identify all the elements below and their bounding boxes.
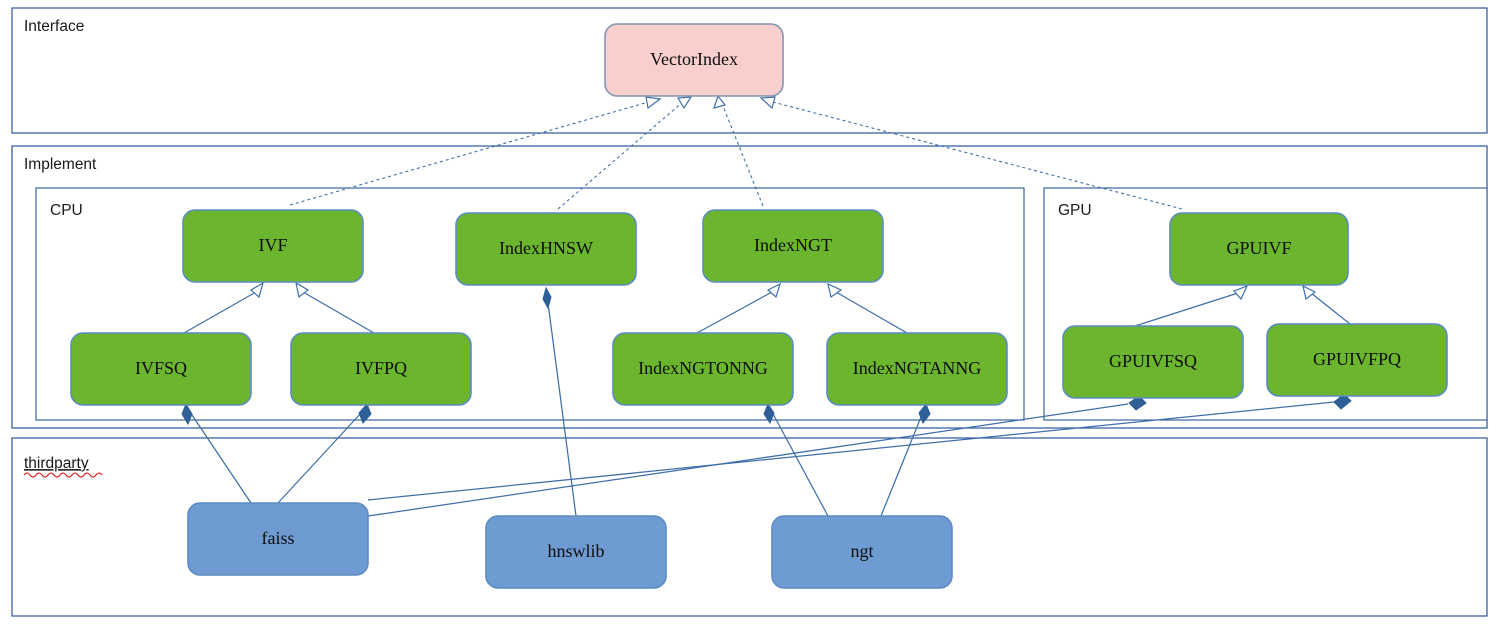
group-label-thirdparty: thirdparty <box>24 455 89 472</box>
edge-faiss-to-gpuivfpq <box>367 401 1335 501</box>
node-hnswlib[interactable]: hnswlib <box>485 515 667 589</box>
node-gpuivfsq[interactable]: GPUIVFSQ <box>1062 325 1244 399</box>
arrowhead-hollow-triangle <box>766 282 781 299</box>
arrowhead-hollow-triangle <box>713 94 727 109</box>
node-label-indexngtonng: IndexNGTONNG <box>638 358 768 378</box>
node-box-gpuivfsq[interactable] <box>1062 325 1244 399</box>
node-box-ivfpq[interactable] <box>290 332 472 406</box>
arrowhead-hollow-triangle <box>295 281 310 299</box>
arrowhead-hollow-triangle <box>759 96 776 110</box>
node-box-ivf[interactable] <box>182 209 364 283</box>
node-label-gpuivfsq: GPUIVFSQ <box>1109 351 1197 371</box>
node-indexngt[interactable]: IndexNGT <box>702 209 884 283</box>
group-label-gpu: GPU <box>1058 202 1092 219</box>
node-gpuivf[interactable]: GPUIVF <box>1169 212 1349 286</box>
edge-ngt-to-indexngtanng <box>880 411 924 517</box>
node-ngt[interactable]: ngt <box>771 515 953 589</box>
group-label-cpu: CPU <box>50 202 83 219</box>
diamond-marker <box>1333 393 1352 410</box>
node-label-indexngtanng: IndexNGTANNG <box>853 358 982 378</box>
group-label-interface: Interface <box>24 18 84 35</box>
node-indexngtonng[interactable]: IndexNGTONNG <box>612 332 794 406</box>
node-box-faiss[interactable] <box>187 502 369 576</box>
edges-composition <box>181 286 1352 517</box>
node-faiss[interactable]: faiss <box>187 502 369 576</box>
node-box-vectorindex[interactable] <box>604 23 784 97</box>
node-label-vectorindex: VectorIndex <box>650 49 738 69</box>
node-box-indexngtonng[interactable] <box>612 332 794 406</box>
diamond-marker <box>358 403 372 424</box>
edges-inheritance <box>183 281 1351 334</box>
node-box-ivfsq[interactable] <box>70 332 252 406</box>
arrowhead-hollow-triangle <box>676 96 693 110</box>
edge-ivf-to-vectorindex <box>289 100 653 206</box>
node-label-ngt: ngt <box>850 541 873 561</box>
node-label-hnswlib: hnswlib <box>547 541 604 561</box>
edge-faiss-to-ivfpq <box>277 411 363 504</box>
arrowhead-hollow-triangle <box>1232 284 1249 301</box>
edge-gpuivfsq-to-gpuivf <box>1134 292 1239 327</box>
node-box-indexhnsw[interactable] <box>455 212 637 286</box>
edge-indexhnsw-to-vectorindex <box>557 100 685 210</box>
node-gpuivfpq[interactable]: GPUIVFPQ <box>1266 323 1448 397</box>
node-label-indexhnsw: IndexHNSW <box>499 238 593 258</box>
edge-gpuivfpq-to-gpuivf <box>1310 292 1351 325</box>
node-label-ivfsq: IVFSQ <box>135 358 187 378</box>
node-box-gpuivf[interactable] <box>1169 212 1349 286</box>
node-label-ivfpq: IVFPQ <box>355 358 407 378</box>
edge-indexngt-to-vectorindex <box>720 100 764 207</box>
edge-faiss-to-gpuivfsq <box>367 403 1129 517</box>
node-box-gpuivfpq[interactable] <box>1266 323 1448 397</box>
edge-faiss-to-ivfsq <box>189 411 252 504</box>
spellcheck-squiggle-icon <box>23 472 103 478</box>
node-label-indexngt: IndexNGT <box>754 235 832 255</box>
node-label-faiss: faiss <box>262 528 295 548</box>
node-box-ngt[interactable] <box>771 515 953 589</box>
diamond-marker <box>181 402 193 426</box>
diamond-marker <box>918 403 931 424</box>
group-label-implement: Implement <box>24 156 97 173</box>
arrowhead-hollow-triangle <box>645 96 662 110</box>
node-box-indexngt[interactable] <box>702 209 884 283</box>
node-label-ivf: IVF <box>258 235 287 255</box>
diamond-marker <box>763 402 775 425</box>
node-ivf[interactable]: IVF <box>182 209 364 283</box>
node-indexhnsw[interactable]: IndexHNSW <box>455 212 637 286</box>
edge-ivfsq-to-ivf <box>183 291 257 334</box>
edge-gpuivf-to-vectorindex <box>768 100 1183 210</box>
edge-ngt-to-indexngtonng <box>771 411 829 517</box>
edge-indexngtonng-to-indexngt <box>696 291 773 334</box>
edge-hnswlib-to-indexhnsw <box>547 302 577 517</box>
edge-ivfpq-to-ivf <box>302 291 375 334</box>
edges-realization <box>289 94 1183 210</box>
node-ivfpq[interactable]: IVFPQ <box>290 332 472 406</box>
node-label-gpuivfpq: GPUIVFPQ <box>1313 349 1401 369</box>
arrowhead-hollow-triangle <box>827 282 843 299</box>
node-vectorindex[interactable]: VectorIndex <box>604 23 784 97</box>
node-box-hnswlib[interactable] <box>485 515 667 589</box>
arrowhead-hollow-triangle <box>1302 284 1317 301</box>
diamond-marker <box>542 286 552 310</box>
edge-indexngtanng-to-indexngt <box>835 291 908 334</box>
diamond-marker <box>1128 395 1147 411</box>
node-label-gpuivf: GPUIVF <box>1226 238 1291 258</box>
node-box-indexngtanng[interactable] <box>826 332 1008 406</box>
group-labels: Interface Implement CPU GPU thirdparty <box>23 18 1092 478</box>
node-indexngtanng[interactable]: IndexNGTANNG <box>826 332 1008 406</box>
node-ivfsq[interactable]: IVFSQ <box>70 332 252 406</box>
arrowhead-hollow-triangle <box>249 281 264 299</box>
